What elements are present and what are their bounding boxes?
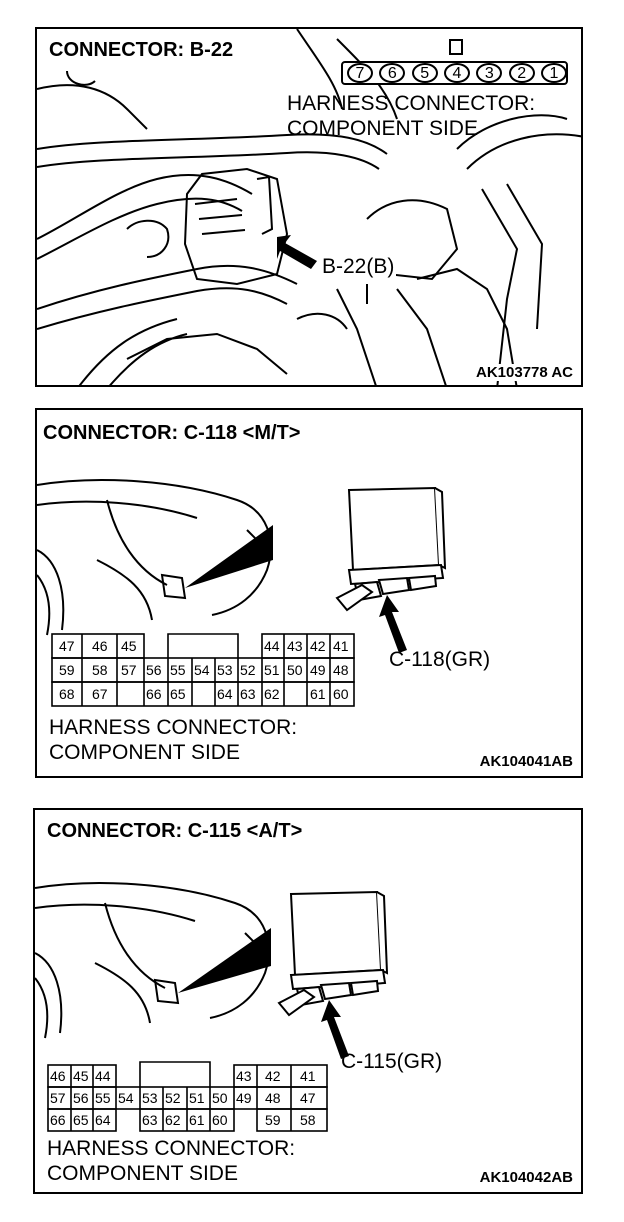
- pin-number: 43: [287, 638, 303, 654]
- pin-number: 46: [92, 638, 108, 654]
- pin-number: 55: [170, 662, 186, 678]
- pin-number: 59: [59, 662, 75, 678]
- pin-number: 52: [240, 662, 256, 678]
- pin-number: 41: [333, 638, 349, 654]
- pin-number: 56: [73, 1090, 89, 1106]
- pin-5: 5: [411, 63, 438, 83]
- pin-number: 61: [310, 686, 326, 702]
- pin-number: 66: [50, 1112, 66, 1128]
- figure-code: AK104042AB: [479, 1169, 573, 1186]
- pin-number: 47: [59, 638, 75, 654]
- b22-pin-labels: 7 6 5 4 3 2 1: [347, 63, 567, 83]
- harness-label-line1: HARNESS CONNECTOR:: [47, 1137, 296, 1160]
- pin-number: 54: [118, 1090, 134, 1106]
- pin-number: 66: [146, 686, 162, 702]
- pin-number: 51: [189, 1090, 205, 1106]
- connector-title: CONNECTOR: C-115 <A/T>: [47, 820, 303, 842]
- pin-number: 58: [300, 1112, 316, 1128]
- harness-label-line1: HARNESS CONNECTOR:: [49, 716, 298, 739]
- pin-number: 54: [194, 662, 210, 678]
- panel-c118: CONNECTOR: C-118 <M/T> 47 46 45 44 43 42…: [35, 408, 583, 778]
- connector-callout: C-118(GR): [389, 648, 491, 671]
- pin-number: 63: [142, 1112, 158, 1128]
- pin-number: 65: [73, 1112, 89, 1128]
- pin-number: 48: [333, 662, 349, 678]
- pin-number: 60: [212, 1112, 228, 1128]
- connector-callout: B-22(B): [320, 255, 397, 279]
- pin-number: 61: [189, 1112, 205, 1128]
- c115-view-wedge: [178, 928, 271, 993]
- pin-number: 48: [265, 1090, 281, 1106]
- pin-number: 43: [236, 1068, 252, 1084]
- pin-number: 53: [217, 662, 233, 678]
- b22-pointer-arrow: [277, 235, 368, 304]
- pin-number: 50: [212, 1090, 228, 1106]
- pin-number: 44: [264, 638, 280, 654]
- pin-number: 62: [264, 686, 280, 702]
- pin-number: 68: [59, 686, 75, 702]
- pin-6: 6: [379, 63, 406, 83]
- pin-number: 59: [265, 1112, 281, 1128]
- pin-number: 57: [121, 662, 137, 678]
- pin-number: 42: [310, 638, 326, 654]
- dashboard-illustration: [35, 882, 389, 1132]
- panel-b22: CONNECTOR: B-22 7 6 5 4 3 2 1 HARNESS CO…: [35, 27, 583, 387]
- pin-number: 45: [121, 638, 137, 654]
- pin-number: 64: [95, 1112, 111, 1128]
- pin-1: 1: [540, 63, 567, 83]
- harness-label-line2: COMPONENT SIDE: [47, 1162, 238, 1185]
- pin-number: 47: [300, 1090, 316, 1106]
- pin-4: 4: [443, 63, 470, 83]
- harness-label-line2: COMPONENT SIDE: [287, 117, 478, 140]
- pin-number: 63: [240, 686, 256, 702]
- pin-number: 60: [333, 686, 349, 702]
- pin-3: 3: [476, 63, 503, 83]
- pin-number: 50: [287, 662, 303, 678]
- harness-label-line2: COMPONENT SIDE: [49, 741, 240, 764]
- connector-callout: C-115(GR): [341, 1050, 443, 1073]
- pin-number: 64: [217, 686, 233, 702]
- c118-pointer-arrow: [379, 595, 407, 653]
- pin-number: 55: [95, 1090, 111, 1106]
- pin-number: 52: [165, 1090, 181, 1106]
- harness-label-line1: HARNESS CONNECTOR:: [287, 92, 536, 115]
- pin-number: 57: [50, 1090, 66, 1106]
- figure-code: AK104041AB: [479, 753, 573, 770]
- pin-number: 62: [165, 1112, 181, 1128]
- pin-number: 49: [236, 1090, 252, 1106]
- figure-code: AK103778 AC: [474, 364, 575, 381]
- connector-title: CONNECTOR: B-22: [49, 39, 234, 61]
- pin-number: 65: [170, 686, 186, 702]
- c118-view-wedge: [185, 525, 273, 588]
- pin-number: 49: [310, 662, 326, 678]
- pin-number: 67: [92, 686, 108, 702]
- pin-number: 58: [92, 662, 108, 678]
- c118-ecu-box: [335, 486, 447, 612]
- pin-number: 46: [50, 1068, 66, 1084]
- connector-title: CONNECTOR: C-118 <M/T>: [43, 422, 301, 444]
- c115-ecu-box: [277, 890, 389, 1017]
- pin-number: 56: [146, 662, 162, 678]
- dashboard-illustration: [37, 479, 447, 707]
- pin-number: 45: [73, 1068, 89, 1084]
- panel-c115: CONNECTOR: C-115 <A/T> 46 45 44 43 42 41…: [33, 808, 583, 1194]
- pin-number: 51: [264, 662, 280, 678]
- pin-2: 2: [508, 63, 535, 83]
- c115-pointer-arrow: [321, 1000, 349, 1059]
- pin-number: 41: [300, 1068, 316, 1084]
- pin-7: 7: [347, 63, 373, 83]
- pin-number: 42: [265, 1068, 281, 1084]
- pin-number: 53: [142, 1090, 158, 1106]
- pin-number: 44: [95, 1068, 111, 1084]
